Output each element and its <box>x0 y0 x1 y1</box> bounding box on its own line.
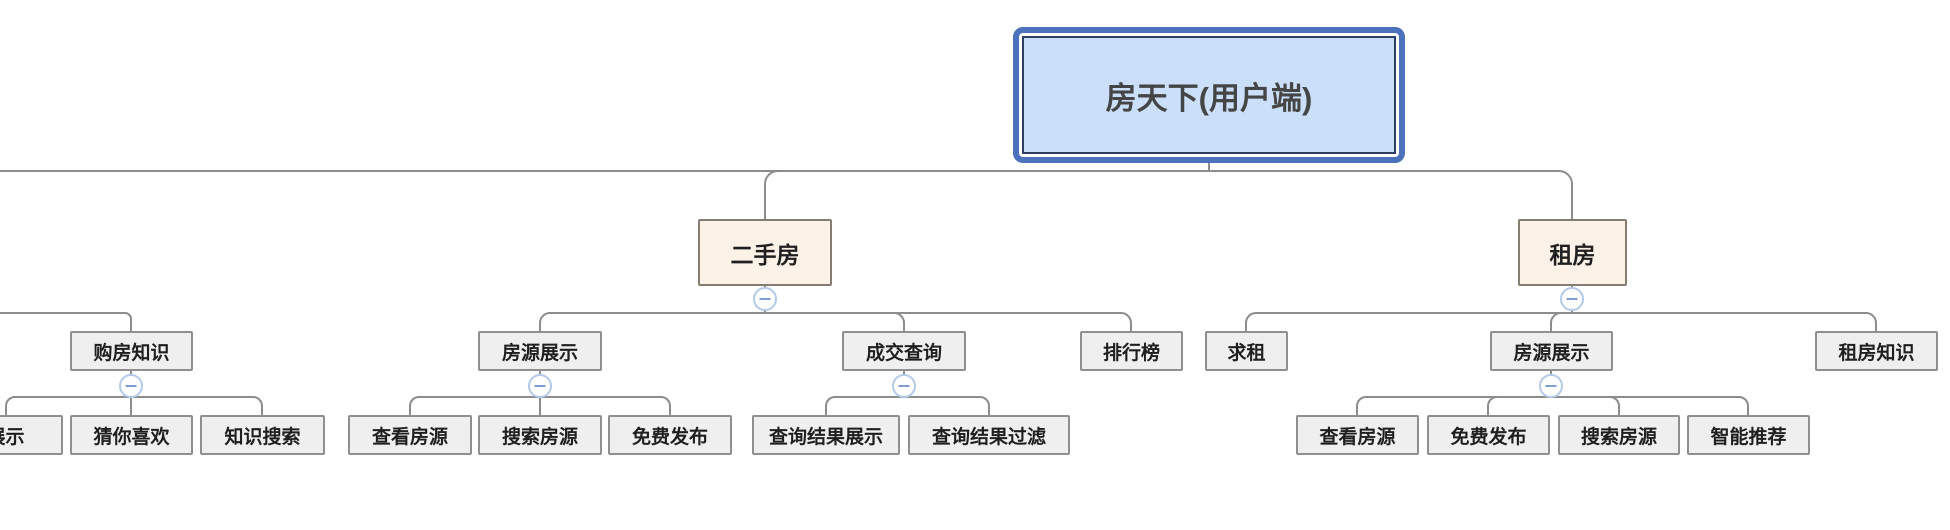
collapse-zufang[interactable] <box>1560 287 1584 311</box>
node-label: 免费发布 <box>1450 426 1527 448</box>
node-label: 查看房源 <box>371 426 448 448</box>
node-label: 免费发布 <box>631 426 708 448</box>
node-label: 智能推荐 <box>1710 426 1787 448</box>
collapse-goufang-zhishi[interactable] <box>119 374 143 398</box>
node-label: 查看房源 <box>1319 426 1396 448</box>
connector-line <box>131 396 263 415</box>
node-label: 展示 <box>0 426 25 448</box>
mindmap-node-fangyuan-zhanshi-zf[interactable]: 房源展示 <box>1490 331 1613 371</box>
node-label: 查询结果展示 <box>768 426 883 448</box>
connector-line <box>1245 312 1572 331</box>
node-label: 搜索房源 <box>1580 426 1657 448</box>
node-label: 求租 <box>1227 342 1266 364</box>
connector-line <box>1551 396 1749 415</box>
mindmap-node-chakan-fangyuan-es[interactable]: 查看房源 <box>348 415 472 455</box>
node-label: 搜索房源 <box>501 426 578 448</box>
connector-line <box>765 312 1132 331</box>
connector-line <box>1550 312 1572 331</box>
connector-line <box>1356 396 1551 415</box>
connector-line <box>1209 170 1573 219</box>
connector-line <box>1572 312 1877 331</box>
node-label: 猜你喜欢 <box>93 426 170 448</box>
mindmap-node-chengjiao-chaxun[interactable]: 成交查询 <box>842 331 966 371</box>
mindmap-node-fangyuan-zhanshi-es[interactable]: 房源展示 <box>478 331 602 371</box>
mindmap-node-zhineng-tuijian[interactable]: 智能推荐 <box>1687 415 1810 455</box>
mindmap-node-sousuo-fangyuan-zf[interactable]: 搜索房源 <box>1558 415 1680 455</box>
node-label: 购房知识 <box>93 342 170 364</box>
node-label: 租房知识 <box>1838 342 1915 364</box>
collapse-fangyuan-zhanshi-es[interactable] <box>528 374 552 398</box>
node-label: 查询结果过滤 <box>931 426 1046 448</box>
connector-line <box>5 396 131 415</box>
connector-line <box>825 396 904 415</box>
connector-line <box>539 312 765 331</box>
node-label: 二手房 <box>730 241 800 268</box>
connector-line <box>0 312 132 331</box>
root-node-label: 房天下(用户端) <box>1022 36 1396 154</box>
node-label: 房源展示 <box>501 342 578 364</box>
mindmap-node-mianfei-fabu-es[interactable]: 免费发布 <box>608 415 732 455</box>
mindmap-node-chaxun-jieguo-zhanshi[interactable]: 查询结果展示 <box>752 415 900 455</box>
node-label: 租房 <box>1549 241 1596 268</box>
mindmap-node-mianfei-fabu-zf[interactable]: 免费发布 <box>1427 415 1550 455</box>
node-label: 知识搜索 <box>224 426 301 448</box>
collapse-chengjiao-chaxun[interactable] <box>892 374 916 398</box>
connector-line <box>540 396 671 415</box>
mindmap-node-qiuzu[interactable]: 求租 <box>1205 331 1288 371</box>
connector-line <box>904 396 990 415</box>
connector-line <box>409 396 540 415</box>
node-label: 房源展示 <box>1513 342 1590 364</box>
connector-line <box>1487 396 1551 415</box>
mindmap-node-chaxun-jieguo-guolv[interactable]: 查询结果过滤 <box>908 415 1070 455</box>
mindmap-node-paihangbang[interactable]: 排行榜 <box>1080 331 1183 371</box>
connector-line <box>764 170 1209 219</box>
mindmap-node-cai-ni-xihuan[interactable]: 猜你喜欢 <box>70 415 193 455</box>
mindmap-node-chakan-fangyuan-zf[interactable]: 查看房源 <box>1296 415 1419 455</box>
node-label: 成交查询 <box>865 342 942 364</box>
root-node[interactable]: 房天下(用户端) <box>1013 27 1405 163</box>
mindmap-node-zufang[interactable]: 租房 <box>1518 219 1627 286</box>
mindmap-node-zhanshi-cutoff[interactable]: 展示 <box>0 415 63 455</box>
mindmap-node-sousuo-fangyuan-es[interactable]: 搜索房源 <box>478 415 602 455</box>
collapse-ershoufang[interactable] <box>753 287 777 311</box>
node-label: 排行榜 <box>1102 342 1160 364</box>
mindmap-node-zhishi-sousuo[interactable]: 知识搜索 <box>200 415 325 455</box>
mindmap-node-zufang-zhishi[interactable]: 租房知识 <box>1815 331 1938 371</box>
mindmap-node-ershoufang[interactable]: 二手房 <box>698 219 832 286</box>
collapse-fangyuan-zhanshi-zf[interactable] <box>1539 374 1563 398</box>
mindmap-node-goufang-zhishi[interactable]: 购房知识 <box>70 331 193 371</box>
